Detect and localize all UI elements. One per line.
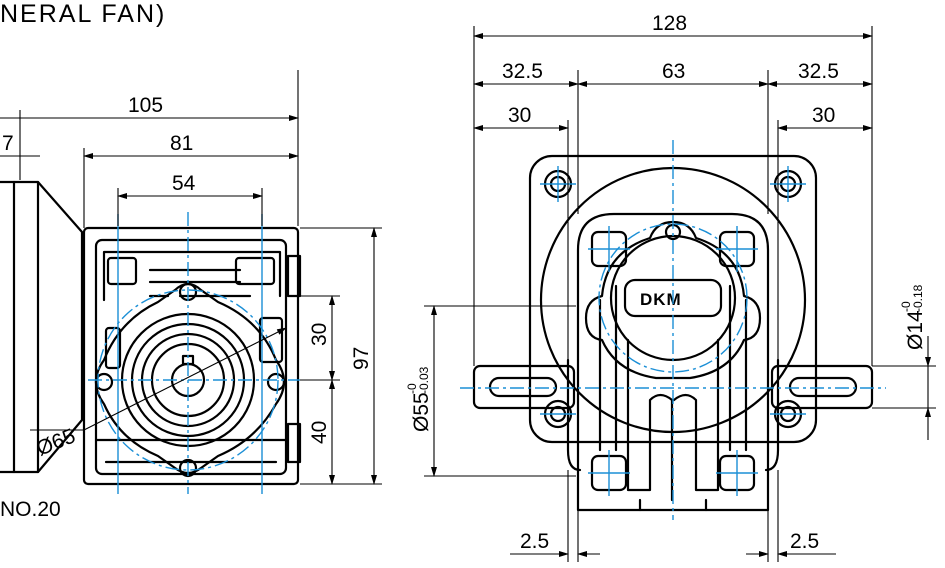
svg-text:-0.03: -0.03 (417, 366, 431, 394)
dim-97: 97 (350, 347, 373, 370)
dim-dia14: Ø14 -0 -0.18 (899, 284, 927, 350)
dim-30-left: 30 (308, 323, 331, 346)
right-centerlines (460, 140, 886, 520)
gearbox-housing (82, 226, 302, 486)
dim-54: 54 (172, 172, 196, 195)
brand-logo: DKM (640, 290, 682, 309)
dim-30-right-view-left: 30 (508, 104, 531, 127)
model-label: NO.20 (0, 498, 61, 521)
dim-40: 40 (308, 421, 331, 444)
dim-63: 63 (662, 60, 685, 83)
left-view: 105 7 81 54 30 40 (0, 70, 382, 521)
dim-105: 105 (128, 94, 163, 117)
svg-text:-0.18: -0.18 (911, 284, 925, 312)
dim-7: 7 (2, 132, 14, 155)
svg-text:-0: -0 (405, 383, 419, 394)
dim-32-5-left: 32.5 (502, 60, 543, 83)
dim-30-right-view-right: 30 (812, 104, 835, 127)
left-centerlines (88, 212, 300, 494)
dim-81: 81 (170, 132, 193, 155)
input-shafts (472, 364, 874, 410)
right-view: DKM (405, 12, 936, 562)
dim-2-5-right: 2.5 (790, 530, 819, 553)
svg-text:Ø14: Ø14 (904, 310, 927, 350)
left-dimensions: 105 7 81 54 30 40 (0, 70, 382, 485)
motor-flange (0, 180, 84, 474)
dim-2-5-left: 2.5 (520, 530, 549, 553)
svg-text:Ø55: Ø55 (410, 392, 433, 432)
drawing-title: NERAL FAN) (0, 0, 166, 28)
dim-dia55: Ø55 -0 -0.03 (405, 366, 433, 432)
right-dimensions: 128 32.5 63 32.5 30 30 2.5 2.5 (405, 12, 936, 562)
svg-text:-0: -0 (899, 301, 913, 312)
dim-128: 128 (652, 12, 687, 35)
dim-32-5-right: 32.5 (798, 60, 839, 83)
